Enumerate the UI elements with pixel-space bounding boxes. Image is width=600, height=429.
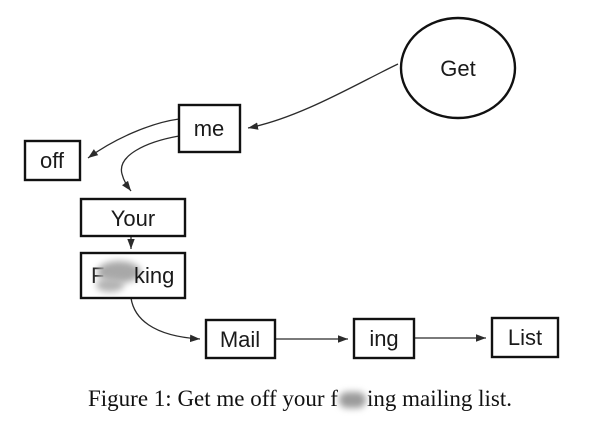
node-off-shape [23, 139, 82, 182]
node-get: Get [399, 16, 517, 120]
node-off-label: off [40, 148, 65, 173]
node-me-label: me [194, 116, 225, 141]
node-list: List [490, 316, 560, 359]
node-mail-shape [204, 318, 277, 360]
edge-fucking-mail [130, 297, 201, 343]
censor-blur-caption [338, 392, 366, 408]
figure-caption: Figure 1: Get me off your f ing mailing l… [0, 386, 600, 412]
node-your-shape [79, 197, 187, 238]
caption-prefix: Figure 1: Get me off your f [88, 386, 338, 411]
node-mail: Mail [204, 318, 277, 360]
node-list-label: List [508, 325, 542, 350]
node-get-shape [399, 16, 517, 120]
node-off: off [23, 139, 82, 182]
node-list-shape [490, 316, 560, 359]
edge-me-your [120, 135, 180, 192]
node-ing-shape [352, 317, 416, 360]
node-fucking: F king [79, 251, 187, 300]
node-your: Your [79, 197, 187, 238]
node-ing-label: ing [369, 326, 398, 351]
edge-me-off [87, 118, 180, 159]
node-me: me [177, 103, 242, 154]
edge-get-me [247, 63, 399, 130]
node-get-label: Get [440, 56, 475, 81]
node-fucking-label-suffix: king [134, 263, 174, 288]
node-ing: ing [352, 317, 416, 360]
node-me-shape [177, 103, 242, 154]
flowchart-diagram: Get me off Your F king Mail [23, 16, 560, 360]
node-your-label: Your [111, 206, 155, 231]
caption-suffix: ing mailing list. [366, 386, 512, 411]
node-mail-label: Mail [220, 327, 260, 352]
censor-blur-node [96, 261, 141, 292]
